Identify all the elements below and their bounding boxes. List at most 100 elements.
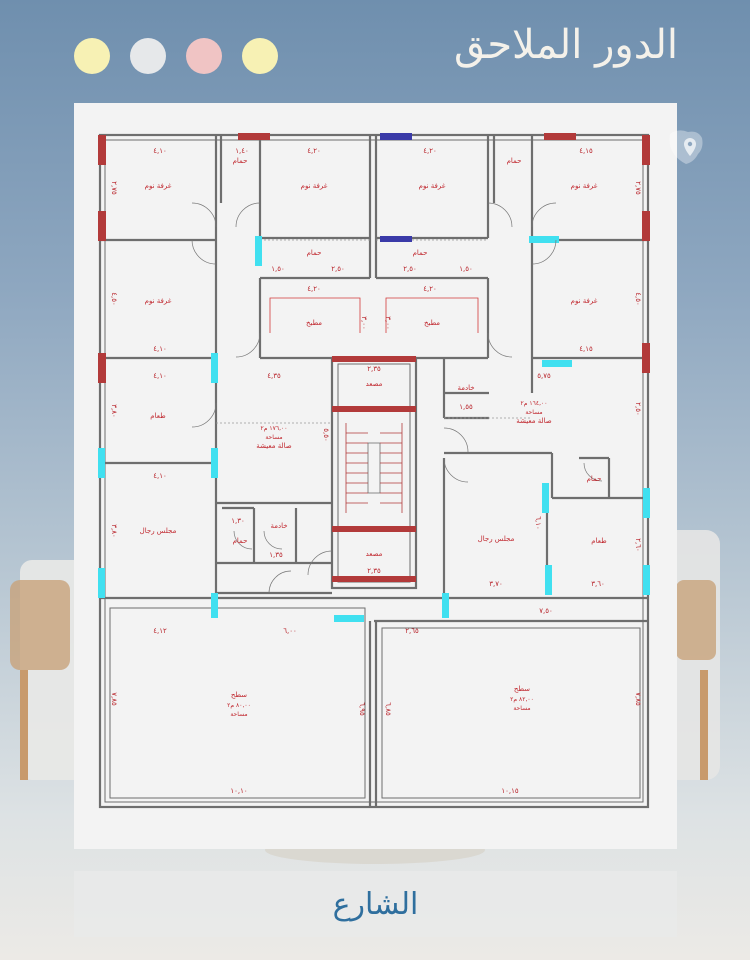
area-label: مساحة [513, 705, 530, 712]
bedroom-label: غرفة نوم [301, 182, 328, 190]
bedroom-label: غرفة نوم [571, 297, 598, 305]
dimension-text: ٣,٠٠ [384, 316, 392, 330]
dimension-text: ٤,٥٠ [110, 292, 118, 306]
bathroom-label: حمام [233, 537, 248, 545]
dimension-text: ١٠,١٥ [501, 787, 519, 795]
outer-wall [98, 133, 650, 809]
dimension-text: ٧,٨٥ [634, 692, 642, 706]
bathroom-label: حمام [413, 249, 428, 257]
doors-red [98, 133, 650, 582]
bathroom-label: حمام [507, 157, 522, 165]
staircase [345, 423, 403, 513]
bathroom-label: حمام [233, 157, 248, 165]
maid-room-label: خادمة [270, 522, 287, 530]
dimension-text: ٦,٩٥ [358, 702, 366, 716]
walls [98, 133, 650, 809]
windows [98, 236, 650, 622]
dot-4 [242, 38, 278, 74]
bathroom-label: حمام [307, 249, 322, 257]
dot-1 [74, 38, 110, 74]
area-value: ١٧٦,٠٠ م٢ [261, 425, 288, 432]
dimension-text: ٢,٣٥ [367, 365, 381, 373]
area-value: ٨٢,٠٠ م٢ [510, 696, 534, 703]
roof-label: سطح [514, 685, 530, 693]
dimension-text: ٧,٥٠ [539, 607, 553, 615]
dimension-text: ٦,١٠ [534, 516, 542, 530]
dimension-labels: ٤,١٠ ١,٤٠ ٤,٢٠ ٤,٢٠ ٤,١٥ ٢,٧٥ ٢,٧٥ ٤,٥٠ … [110, 147, 642, 795]
bathroom-label: حمام [587, 475, 602, 483]
dimension-text: ٤,١٥ [579, 147, 593, 155]
street-banner: الشارع [74, 871, 677, 937]
kitchen-label: مطبخ [424, 319, 440, 327]
kitchen-label: مطبخ [306, 319, 322, 327]
dimension-text: ٢,٧٥ [110, 181, 118, 195]
dimension-text: ١,٥٠ [459, 265, 473, 273]
majlis-label: مجلس رجال [478, 535, 515, 543]
dimension-text: ١٠,١٠ [230, 787, 247, 795]
bedroom-label: غرفة نوم [145, 182, 172, 190]
area-label: مساحة [230, 711, 247, 718]
dining-label: طعام [591, 537, 607, 545]
dimension-text: ٤,١٠ [153, 345, 167, 353]
dimension-text: ٤,١٠ [153, 372, 167, 380]
dimension-text: ٢,٦٥ [405, 627, 419, 635]
dimension-text: ١,٣٥ [269, 551, 283, 559]
dining-label: طعام [150, 412, 166, 420]
elevator-label: مصعد [366, 550, 383, 558]
dimension-text: ٢,٥٠ [634, 402, 642, 416]
location-pin-icon [669, 130, 703, 164]
dimension-text: ٢,٦٠ [634, 538, 642, 552]
dimension-text: ٤,١٥ [579, 345, 593, 353]
dimension-text: ٦,٠٠ [283, 627, 297, 635]
area-label: مساحة [265, 434, 282, 441]
page-title: الدور الملاحق [453, 22, 678, 68]
dimension-text: ٢,٧٥ [634, 181, 642, 195]
floor-plan-sheet: غرفة نوم غرفة نوم غرفة نوم غرفة نوم غرفة… [74, 103, 677, 849]
dimension-text: ٣,٧٠ [489, 580, 503, 588]
elevator-label: مصعد [366, 380, 383, 388]
dimension-text: ٤,٢٠ [423, 285, 437, 293]
roof-label: سطح [231, 691, 247, 699]
room-labels: غرفة نوم غرفة نوم غرفة نوم غرفة نوم غرفة… [140, 157, 607, 718]
area-value: ٨٠,٠٠ م٢ [227, 702, 251, 709]
dimension-text: ١,٣٠ [231, 517, 245, 525]
door-swings [191, 202, 603, 594]
dimension-text: ٥,٥٠ [322, 428, 330, 442]
dimension-text: ٢,٣٥ [367, 567, 381, 575]
dimension-text: ١,٤٠ [235, 147, 249, 155]
dimension-text: ٤,٥٠ [634, 292, 642, 306]
living-room-label: صالة معيشة [256, 442, 291, 450]
dimension-text: ٤,١٠ [153, 472, 167, 480]
dimension-text: ٦,٨٥ [384, 702, 392, 716]
dimension-text: ٣,٠٠ [360, 316, 368, 330]
dimension-text: ٣,٨٠ [110, 404, 118, 418]
dimension-text: ٤,٢٠ [423, 147, 437, 155]
street-label: الشارع [332, 886, 419, 922]
dimension-text: ٥,٧٥ [537, 372, 551, 380]
bedroom-label: غرفة نوم [419, 182, 446, 190]
dimension-text: ٤,٢٠ [307, 147, 321, 155]
decorative-dots [74, 38, 278, 74]
dimension-text: ١,٥٥ [459, 403, 473, 411]
area-label: مساحة [525, 409, 542, 416]
dimension-text: ٣,٨٠ [110, 524, 118, 538]
dimension-text: ٤,١٠ [153, 147, 167, 155]
dimension-text: ٢,٥٠ [331, 265, 345, 273]
bedroom-label: غرفة نوم [571, 182, 598, 190]
bedroom-label: غرفة نوم [145, 297, 172, 305]
dimension-text: ١,٥٠ [271, 265, 285, 273]
dot-3 [186, 38, 222, 74]
dimension-text: ٤,٣٥ [267, 372, 281, 380]
dimension-text: ٤,١٢ [153, 627, 167, 635]
dimension-text: ٧,٨٥ [110, 692, 118, 706]
living-room-label: صالة معيشة [516, 417, 551, 425]
dimension-text: ٢,٥٠ [403, 265, 417, 273]
dimension-text: ٣,٦٠ [591, 580, 605, 588]
doors-blue [380, 133, 412, 242]
area-value: ١٦٤,٠٠ م٢ [521, 400, 548, 407]
maid-room-label: خادمة [457, 384, 474, 392]
dot-2 [130, 38, 166, 74]
dimension-text: ٤,٢٠ [307, 285, 321, 293]
majlis-label: مجلس رجال [140, 527, 177, 535]
floor-plan: غرفة نوم غرفة نوم غرفة نوم غرفة نوم غرفة… [98, 133, 650, 809]
